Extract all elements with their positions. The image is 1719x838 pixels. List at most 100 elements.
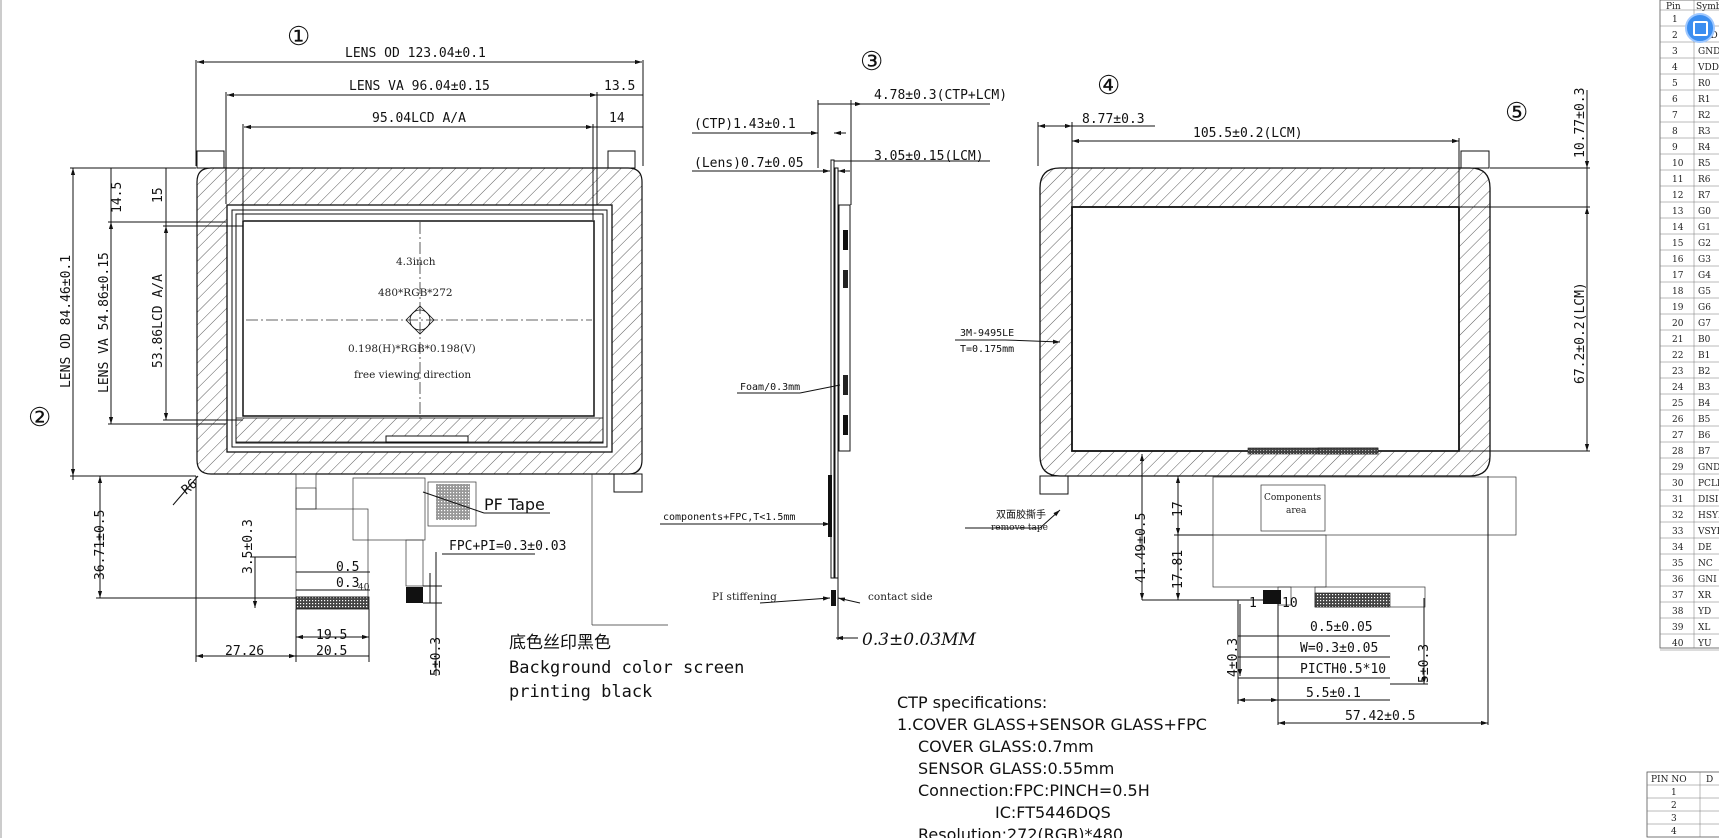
- dim-0-3: 0.3: [336, 576, 359, 591]
- dim-14: 14: [609, 111, 625, 126]
- pin-number: 20: [1672, 319, 1684, 329]
- pin-symbol: YU: [1697, 639, 1712, 649]
- tape-name-label: 3M-9495LE: [960, 328, 1014, 339]
- dim-40: 40: [358, 583, 370, 593]
- pin-symbol: B1: [1698, 351, 1710, 361]
- pin-symbol: XR: [1698, 591, 1711, 601]
- pin-symbol: R5: [1698, 159, 1711, 169]
- pin-symbol: GND: [1698, 47, 1719, 57]
- pin-symbol: B5: [1698, 415, 1711, 425]
- dim-5-0-3-back: 5±0.3: [1417, 644, 1432, 683]
- pin-number: 4: [1672, 63, 1678, 73]
- dim-14-5: 14.5: [110, 182, 125, 213]
- pin-symbol: R4: [1698, 143, 1711, 153]
- pin-symbol: R0: [1698, 79, 1711, 89]
- pin-number: 10: [1672, 159, 1684, 169]
- pin-number: 8: [1672, 127, 1678, 137]
- ctp-spec-line-2: COVER GLASS:0.7mm: [918, 737, 1094, 756]
- pin-symbol: GNI: [1698, 575, 1717, 585]
- pin-symbol: G0: [1698, 207, 1711, 217]
- pin-symbol: R7: [1698, 191, 1711, 201]
- pin-symbol: R3: [1698, 127, 1711, 137]
- pin-10-label: 10: [1282, 596, 1298, 611]
- pin-symbol: G7: [1698, 319, 1711, 329]
- view-number-5: ⑤: [1505, 98, 1528, 128]
- pin-number: 26: [1672, 415, 1684, 425]
- pin-symbol: R6: [1698, 175, 1711, 185]
- pin-number: 40: [1672, 639, 1684, 649]
- dim-41-49: 41.49±0.5: [1134, 513, 1149, 583]
- pin-number: 2: [1672, 31, 1678, 41]
- pin-number: 3: [1672, 47, 1678, 57]
- pin-number: 29: [1672, 463, 1684, 473]
- dim-17: 17: [1171, 501, 1186, 517]
- dim-lens-od-width: LENS OD 123.04±0.1: [345, 46, 486, 61]
- pin-number: 14: [1672, 223, 1684, 233]
- dim-8-77: 8.77±0.3: [1082, 112, 1145, 127]
- pin-number: 22: [1672, 351, 1683, 361]
- back-view: ④ ⑤ Components area: [955, 71, 1590, 726]
- tape-thickness-label: T=0.175mm: [960, 344, 1014, 355]
- dim-0-5-0-05: 0.5±0.05: [1310, 620, 1373, 635]
- pin-symbol: B7: [1698, 447, 1711, 457]
- pin-number: 24: [1672, 383, 1684, 393]
- ctp-spec-line-6: Resolution:272(RGB)*480: [918, 825, 1123, 838]
- pf-tape-label: PF Tape: [484, 495, 545, 514]
- view-number-1: ①: [287, 22, 310, 52]
- dim-13-5: 13.5: [604, 79, 635, 94]
- pin-symbol: DE: [1698, 543, 1712, 553]
- ctp-specifications: CTP specifications: 1.COVER GLASS+SENSOR…: [897, 693, 1207, 838]
- remove-tape-cn: 双面胶撕手: [996, 508, 1046, 521]
- pin-number: 33: [1672, 527, 1684, 537]
- pin-number: 19: [1672, 303, 1684, 313]
- pin-symbol: VSYI: [1697, 527, 1719, 537]
- pin-symbol: GND: [1698, 463, 1719, 473]
- components-area-label-2: area: [1286, 506, 1307, 516]
- pin-number: 5: [1672, 79, 1678, 89]
- remove-tape-en: remove tape: [991, 523, 1048, 533]
- pi-stiffening-label: PI stiffening: [712, 591, 777, 603]
- pin-number: 36: [1672, 575, 1684, 585]
- dim-10-77: 10.77±0.3: [1573, 88, 1588, 158]
- copy-icon[interactable]: [1685, 13, 1715, 43]
- background-en-note-1: Background color screen: [509, 658, 744, 678]
- ctp-spec-title: CTP specifications:: [897, 693, 1047, 712]
- foam-label: Foam/0.3mm: [740, 382, 800, 393]
- pin-number: 16: [1672, 255, 1684, 265]
- pin-symbol: B2: [1698, 367, 1710, 377]
- dim-lens: (Lens)0.7±0.05: [694, 156, 804, 171]
- dim-ctp-lcm: 4.78±0.3(CTP+LCM): [874, 88, 1007, 103]
- dim-lens-od-height: LENS OD 84.46±0.1: [59, 255, 74, 388]
- panel-size-text: 4.3inch: [396, 256, 436, 268]
- pin-symbol: B4: [1698, 399, 1711, 409]
- view-number-4: ④: [1097, 71, 1120, 101]
- pin-number: 18: [1672, 287, 1684, 297]
- pin-number: 32: [1672, 511, 1683, 521]
- pin-table-2-header-d: D: [1706, 775, 1713, 785]
- dim-lcd-aa-height: 53.86LCD A/A: [151, 274, 166, 368]
- pin-1-label: 1: [1249, 596, 1257, 611]
- components-area-label-1: Components: [1264, 493, 1322, 503]
- pin-symbol: R1: [1698, 95, 1711, 105]
- pin-symbol: HSYI: [1698, 511, 1719, 521]
- pin-table-2-header-no: PIN NO: [1651, 775, 1687, 785]
- pin-table-2-number: 4: [1671, 827, 1677, 837]
- pin-number: 13: [1672, 207, 1684, 217]
- front-view: 4.3inch 480*RGB*272 0.198(H)*RGB*0.198(V…: [28, 22, 744, 702]
- dim-5-5: 5.5±0.1: [1306, 686, 1361, 701]
- dim-lcm-width: 105.5±0.2(LCM): [1193, 126, 1303, 141]
- pixel-pitch-text: 0.198(H)*RGB*0.198(V): [348, 343, 476, 355]
- pin-number: 30: [1672, 479, 1684, 489]
- dim-lens-va-height: LENS VA 54.86±0.15: [97, 252, 112, 393]
- ctp-spec-line-5: IC:FT5446DQS: [995, 803, 1111, 822]
- dim-27-26: 27.26: [225, 644, 264, 659]
- pin-number: 34: [1672, 543, 1684, 553]
- dim-19-5: 19.5: [316, 628, 347, 643]
- components-label: components+FPC,T<1.5mm: [663, 512, 795, 523]
- pin-symbol: B3: [1698, 383, 1711, 393]
- pin-table-header-symbol: Symb: [1696, 2, 1719, 12]
- fpc-pi-label: FPC+PI=0.3±0.03: [449, 539, 566, 554]
- pin-number: 35: [1672, 559, 1684, 569]
